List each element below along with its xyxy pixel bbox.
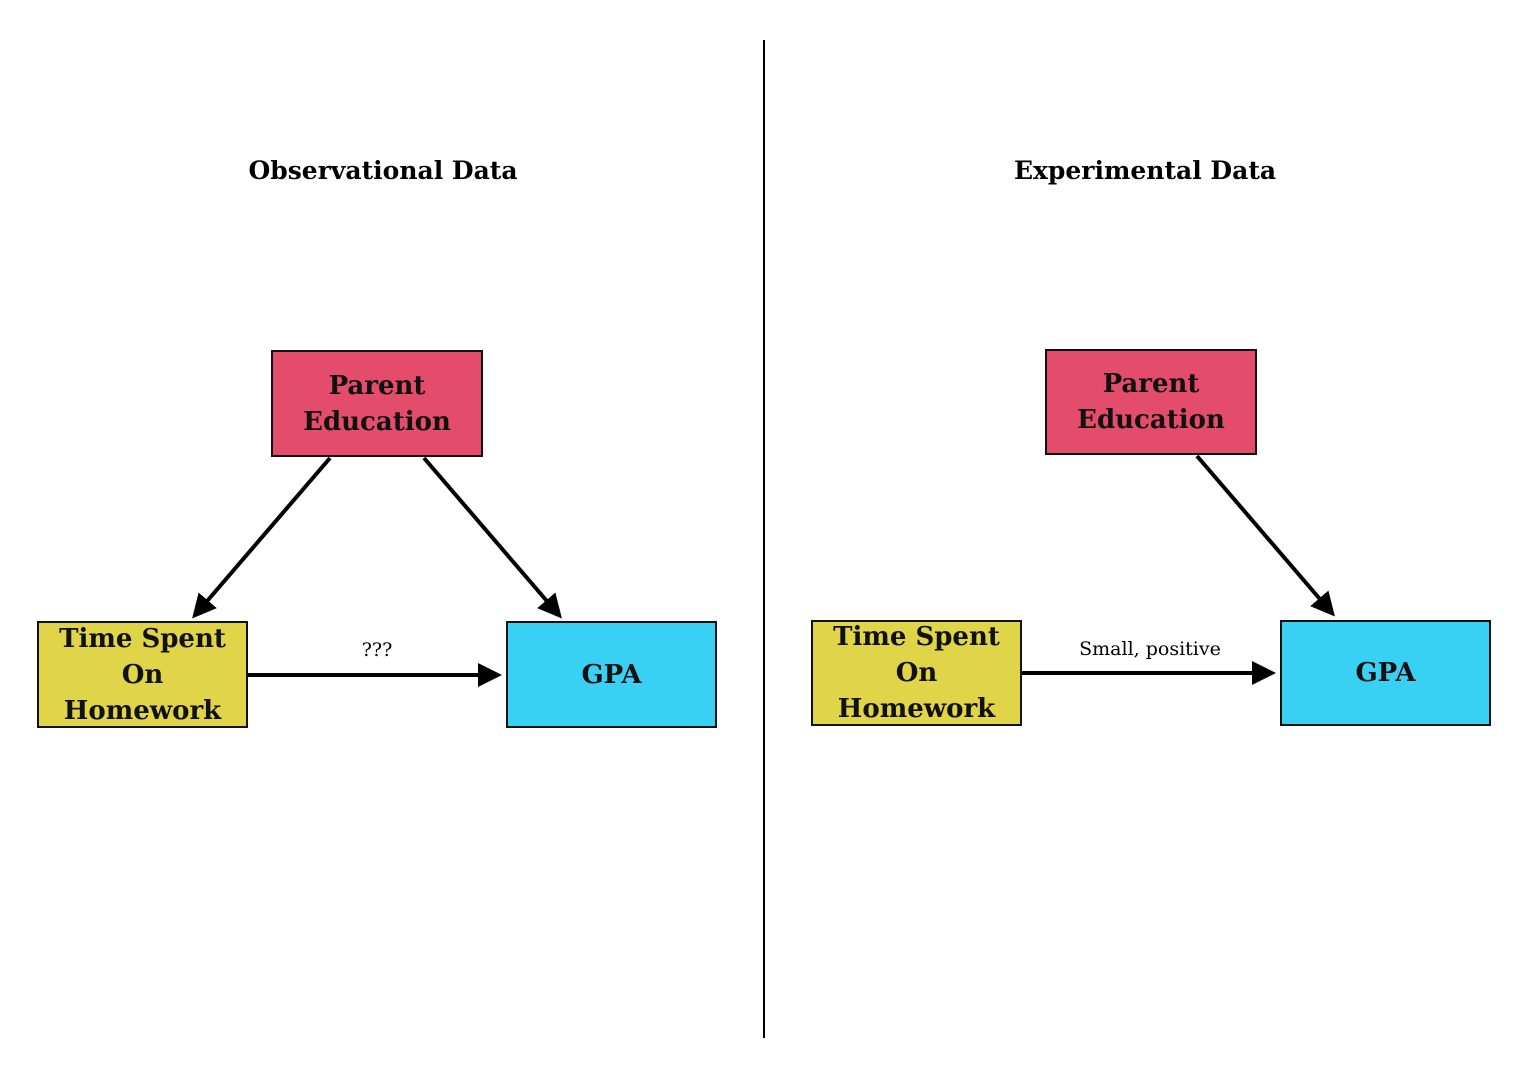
panel-divider	[763, 40, 765, 1038]
obs-node-gpa: GPA	[506, 621, 717, 728]
obs-node-homework: Time Spent On Homework	[37, 621, 248, 728]
obs-edge-parent-to-gpa	[422, 456, 562, 619]
exp-node-homework: Time Spent On Homework	[811, 620, 1022, 726]
exp-edge-label: Small, positive	[1079, 638, 1221, 660]
obs-node-parent-education: Parent Education	[271, 350, 483, 457]
obs-edge-label: ???	[361, 639, 393, 661]
observational-title: Observational Data	[248, 156, 518, 185]
obs-edge-parent-to-homework	[192, 456, 332, 619]
exp-node-parent-education: Parent Education	[1045, 349, 1257, 455]
exp-node-gpa: GPA	[1280, 620, 1491, 726]
experimental-title: Experimental Data	[1013, 156, 1277, 185]
exp-edge-parent-to-gpa	[1195, 454, 1335, 617]
